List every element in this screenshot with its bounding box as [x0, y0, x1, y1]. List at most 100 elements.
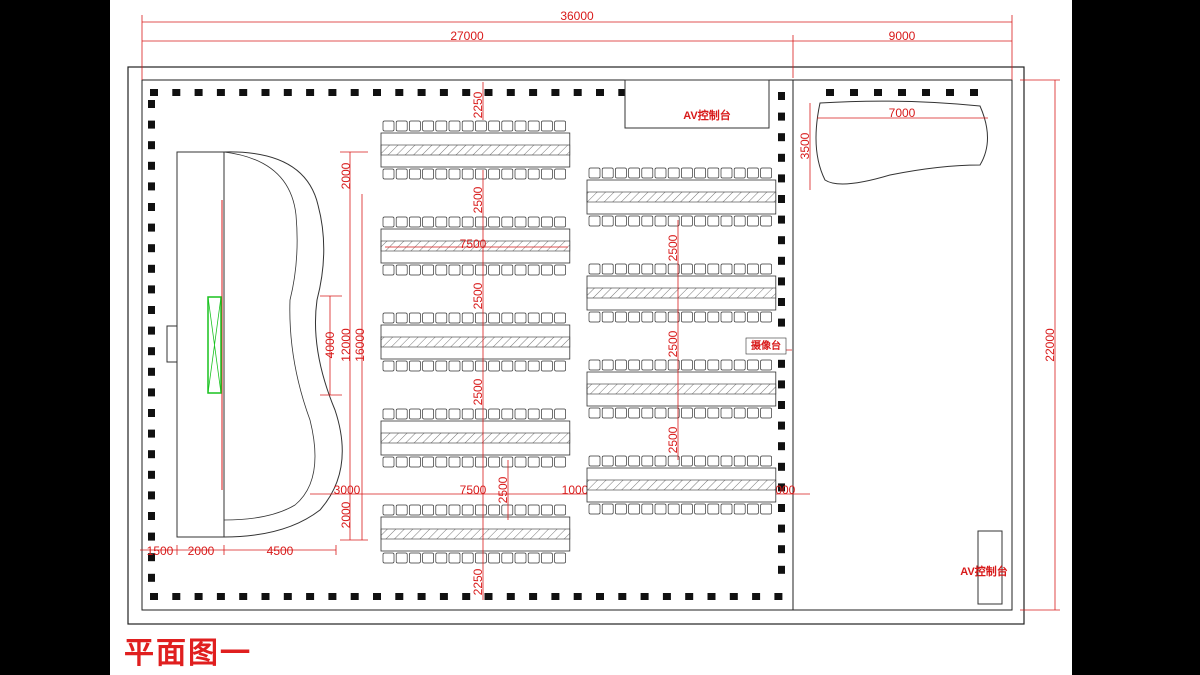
plan-title: 平面图一: [124, 636, 252, 671]
chair-icon: [694, 455, 706, 467]
speaker-icon: [778, 442, 785, 451]
chair-icon: [409, 312, 421, 324]
speaker-icon: [551, 593, 560, 600]
chair-icon: [733, 407, 746, 419]
speaker-icon: [529, 89, 538, 96]
speaker-icon: [778, 421, 785, 430]
chair-icon: [760, 503, 772, 515]
chair-icon: [382, 264, 395, 276]
chair-icon: [615, 215, 627, 227]
chair-icon: [654, 167, 667, 179]
seating-block: [380, 216, 571, 276]
chair-icon: [681, 503, 693, 515]
chair-icon: [501, 408, 514, 420]
chair-icon: [461, 504, 474, 516]
chair-icon: [475, 360, 487, 372]
chair-icon: [435, 408, 448, 420]
chair-icon: [435, 504, 448, 516]
chair-icon: [488, 408, 500, 420]
chair-icon: [747, 167, 759, 179]
speaker-icon: [946, 89, 954, 96]
chair-icon: [615, 311, 627, 323]
chair-icon: [588, 167, 601, 179]
chair-icon: [747, 215, 759, 227]
chair-icon: [720, 167, 733, 179]
speaker-icon: [752, 593, 761, 600]
chair-icon: [527, 408, 540, 420]
chair-icon: [514, 120, 527, 132]
chair-icon: [733, 167, 746, 179]
chair-icon: [409, 408, 421, 420]
chair-icon: [382, 216, 395, 228]
chair-icon: [720, 311, 733, 323]
chair-icon: [514, 264, 527, 276]
speaker-icon: [506, 593, 515, 600]
seating-block: [586, 263, 777, 323]
dim-stage-top-offset: 2000: [339, 162, 353, 189]
chair-icon: [501, 216, 514, 228]
chair-icon: [422, 168, 434, 180]
dim-front-gap: 3000: [334, 483, 361, 497]
chair-icon: [747, 263, 759, 275]
chair-icon: [588, 359, 601, 371]
chair-icon: [422, 504, 434, 516]
chair-icon: [707, 455, 720, 467]
dim-stage-depth: 16000: [353, 328, 367, 362]
speaker-icon: [395, 593, 404, 600]
chair-icon: [694, 407, 706, 419]
chair-icon: [488, 168, 500, 180]
chair-icon: [501, 552, 514, 564]
speaker-icon: [417, 593, 426, 600]
chair-icon: [541, 552, 553, 564]
chair-icon: [628, 455, 640, 467]
chair-icon: [395, 408, 408, 420]
dim-total-height: 22000: [1043, 328, 1057, 362]
chair-icon: [733, 311, 746, 323]
chair-icon: [409, 168, 421, 180]
chair-icon: [681, 455, 693, 467]
speaker-icon: [898, 89, 906, 96]
speaker-icon: [778, 277, 785, 286]
camera-stand-label: 摄像台: [751, 339, 781, 352]
chair-icon: [615, 167, 627, 179]
speaker-icon: [618, 89, 627, 96]
chair-icon: [641, 167, 654, 179]
speaker-icon: [350, 593, 359, 600]
chair-icon: [747, 359, 759, 371]
speaker-icon: [373, 593, 381, 600]
chair-icon: [409, 216, 421, 228]
dim-lounge-depth: 3500: [798, 132, 812, 159]
dim-row-pitch-5: 2500: [666, 234, 680, 261]
speaker-icon: [778, 256, 785, 265]
speaker-icon: [484, 89, 493, 96]
chair-icon: [760, 359, 772, 371]
speaker-icon: [573, 593, 582, 600]
dim-row-pitch-7: 2500: [666, 426, 680, 453]
table-divider: [586, 383, 777, 395]
table-divider: [380, 432, 571, 444]
speaker-icon: [148, 429, 155, 438]
chair-icon: [628, 167, 640, 179]
speaker-icon: [778, 174, 785, 183]
av-console-right: [977, 530, 1003, 605]
speaker-icon: [148, 244, 155, 253]
chair-icon: [694, 359, 706, 371]
chair-icon: [588, 311, 601, 323]
chair-icon: [720, 215, 733, 227]
speaker-icon: [148, 161, 155, 170]
chair-icon: [667, 407, 680, 419]
chair-icon: [615, 359, 627, 371]
chair-icon: [588, 455, 601, 467]
chair-icon: [720, 407, 733, 419]
dim-stage-platform: 2000: [188, 544, 215, 558]
chair-icon: [694, 215, 706, 227]
chair-icon: [601, 311, 614, 323]
chair-icon: [527, 504, 540, 516]
chair-icon: [435, 264, 448, 276]
chair-icon: [760, 311, 772, 323]
chair-icon: [707, 263, 720, 275]
chair-icon: [601, 455, 614, 467]
chair-icon: [641, 407, 654, 419]
chair-icon: [554, 216, 566, 228]
chair-icon: [694, 311, 706, 323]
